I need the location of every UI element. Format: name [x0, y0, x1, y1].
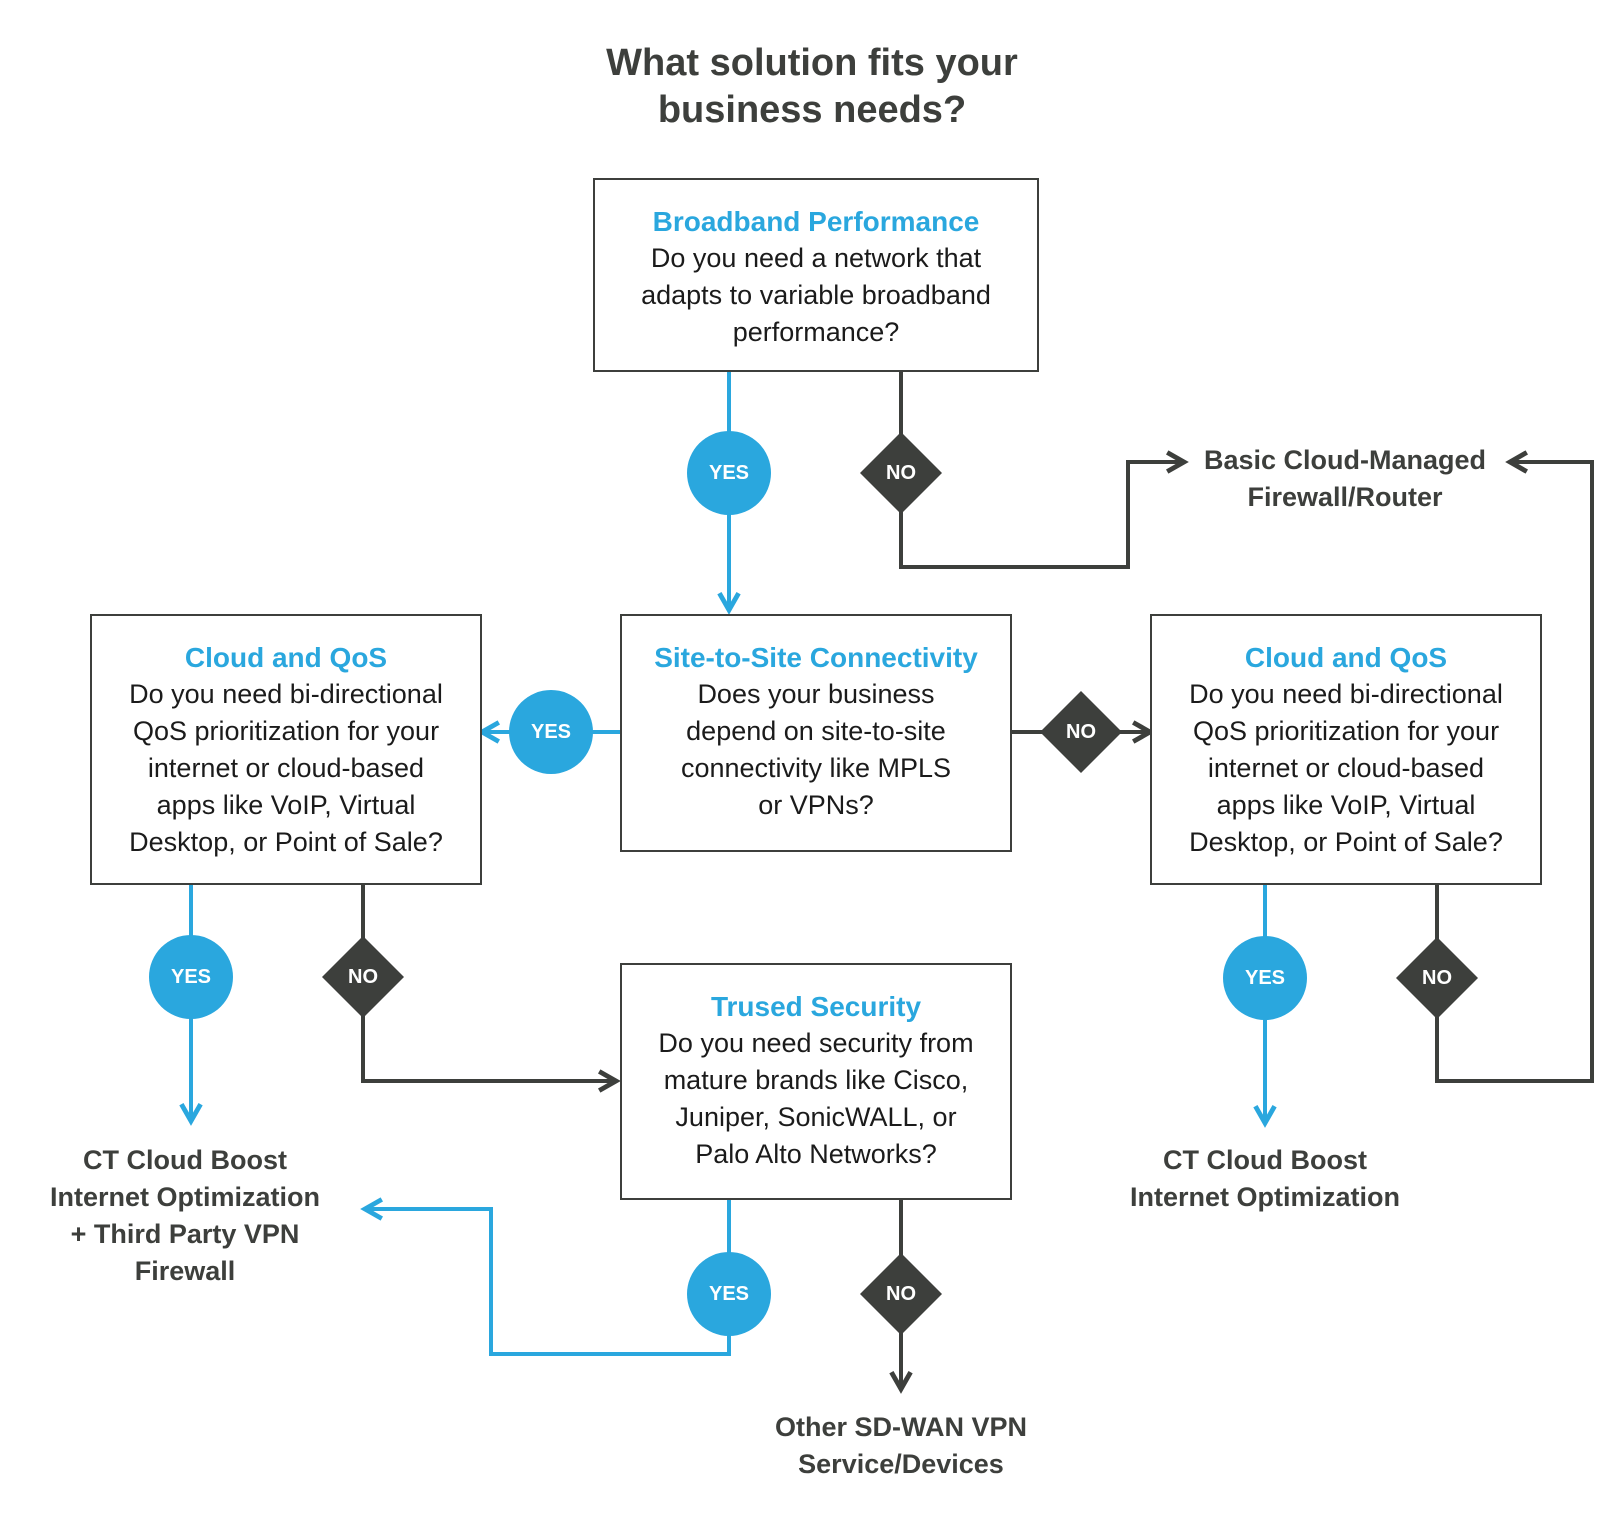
outcome-basic-cloud-managed-firewall: Basic Cloud-Managed Firewall/Router — [1203, 445, 1487, 512]
node-broadband-performance: Broadband Performance Do you need a netw… — [593, 178, 1039, 372]
connector-broadband-no — [899, 372, 1189, 569]
node-question: Do you need security from mature brands … — [658, 1028, 974, 1169]
yes-badge: YES — [687, 1252, 771, 1336]
no-label: NO — [886, 461, 916, 484]
outcome-other-sd-wan: Other SD-WAN VPN Service/Devices — [774, 1412, 1028, 1479]
no-badge: NO — [1395, 936, 1479, 1020]
node-question: Do you need bi-directional QoS prioritiz… — [129, 679, 443, 857]
page-title: What solution fits your business needs? — [606, 42, 1018, 131]
node-heading: Trused Security — [710, 991, 922, 1022]
node-heading: Broadband Performance — [652, 206, 980, 237]
node-heading: Site-to-Site Connectivity — [654, 642, 978, 673]
node-heading: Cloud and QoS — [1244, 642, 1448, 673]
node-cloud-qos-left: Cloud and QoS Do you need bi-directional… — [90, 614, 482, 885]
yes-badge: YES — [509, 690, 593, 774]
no-label: NO — [1422, 966, 1452, 989]
node-site-to-site-connectivity: Site-to-Site Connectivity Does your busi… — [620, 614, 1012, 852]
node-cloud-qos-right: Cloud and QoS Do you need bi-directional… — [1150, 614, 1542, 885]
yes-badge: YES — [1223, 936, 1307, 1020]
connector-trusted-yes — [360, 1197, 731, 1356]
node-heading: Cloud and QoS — [184, 642, 388, 673]
yes-badge: YES — [687, 431, 771, 515]
node-question: Does your business depend on site-to-sit… — [680, 679, 952, 820]
no-badge: NO — [859, 431, 943, 515]
no-label: NO — [1066, 720, 1096, 743]
outcome-ct-cloud-boost-third-party-vpn: CT Cloud Boost Internet Optimization + T… — [50, 1145, 320, 1286]
no-badge: NO — [859, 1252, 943, 1336]
no-badge: NO — [321, 935, 405, 1019]
no-badge: NO — [1039, 690, 1123, 774]
no-label: NO — [886, 1282, 916, 1305]
yes-badge: YES — [149, 935, 233, 1019]
no-label: NO — [348, 965, 378, 988]
node-trusted-security: Trused Security Do you need security fro… — [620, 963, 1012, 1200]
node-question: Do you need bi-directional QoS prioritiz… — [1189, 679, 1503, 857]
connector-cloud-left-no — [361, 885, 621, 1093]
outcome-ct-cloud-boost: CT Cloud Boost Internet Optimization — [1130, 1145, 1400, 1212]
node-question: Do you need a network that adapts to var… — [641, 243, 991, 347]
